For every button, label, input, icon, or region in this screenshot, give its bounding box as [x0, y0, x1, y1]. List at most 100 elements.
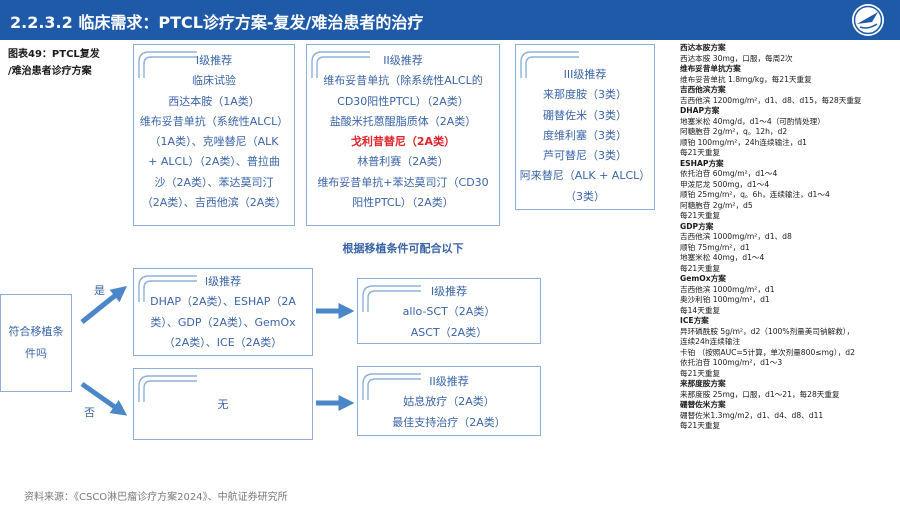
tier2-line: 维布妥昔单抗+苯达莫司汀（CD30 [317, 175, 489, 189]
regimen-line: 吉西他滨 1200mg/m²，d1、d8、d15，每28天重复 [680, 95, 862, 105]
regimen-line: 阿糖胞苷 2g/m²，q。12h，d2 [680, 127, 788, 136]
source-note: 资料来源：《CSCO淋巴瘤诊疗方案2024》、中航证券研究所 [24, 492, 288, 503]
regimen-line: 维布妥昔单抗 1.8mg/kg，每21天重复 [680, 74, 812, 84]
regimen-block: GemOx方案 吉西他滨 1000mg/m²，d1 奥沙利铂 100mg/m²，… [680, 274, 896, 316]
tier-heading: III级推荐 [563, 68, 607, 81]
regimen-block: GDP方案 吉西他滨 1000mg/m²，d1、d8 顺铂 75mg/m²，d1… [680, 222, 896, 275]
regimen-name: 西达本胺方案 [680, 43, 726, 52]
tier1-line: （1A类）、克唑替尼（ALK [149, 135, 279, 149]
regimen-name: 吉西他滨方案 [680, 85, 726, 94]
regimen-name: ICE方案 [680, 316, 709, 325]
tier2-lines: II级推荐 维布妥昔单抗（除系统性ALCL的 CD30阳性PTCL）（2A类） … [307, 51, 499, 213]
regimen-name: GDP方案 [680, 221, 714, 231]
asct-box-line: ASCT（2A类） [410, 325, 488, 339]
tier1-line: + ALCL）（2A类）、普拉曲 [148, 155, 280, 169]
regimen-line: 甲泼尼龙 500mg，d1～4 [680, 179, 770, 189]
no-label: 否 [84, 406, 95, 419]
regimen-line: 每21天重复 [680, 211, 721, 220]
regimen-block: 硼替佐米方案 硼替佐米1.3mg/m2，d1、d4、d8、d11 每21天重复 [680, 400, 896, 432]
asct-box-lines: I级推荐 allo-SCT（2A类） ASCT（2A类） [358, 282, 540, 343]
caption-line: /难治患者诊疗方案 [8, 66, 92, 77]
yes-box-lines: I级推荐 DHAP（2A类）、ESHAP（2A 类）、GDP（2A类）、GemO… [134, 272, 312, 353]
tier1-line: 沙（2A类）、苯达莫司汀 [154, 175, 274, 189]
tier3-line: 度维利塞（3类） [543, 128, 627, 142]
regimen-block: 吉西他滨方案 吉西他滨 1200mg/m²，d1、d8、d15，每28天重复 [680, 85, 896, 106]
tier3-recommendation-box: III级推荐 来那度胺（3类） 硼替佐米（3类） 度维利塞（3类） 芦可替尼（3… [515, 44, 655, 210]
regimen-line: 异环磷酰胺 5g/m²，d2（100%剂量美司钠解救）， [680, 326, 855, 336]
header-bar: 2.2.3.2 临床需求：PTCL诊疗方案-复发/难治患者的治疗 [0, 0, 900, 40]
tier1-line: 西达本胺（1A类） [168, 94, 260, 108]
tier-heading: I级推荐 [204, 275, 242, 288]
box-corner-ornament [138, 275, 197, 302]
no-box-line: 无 [217, 398, 229, 411]
regimen-line: 吉西他滨 1000mg/m²，d1 [680, 284, 775, 294]
regimen-line: 地塞米松 40mg，d1～4 [680, 253, 765, 262]
regimen-block: 西达本胺方案 西达本胺 30mg，口服，每周2次 [680, 43, 896, 64]
transplant-options-box: I级推荐 allo-SCT（2A类） ASCT（2A类） [357, 278, 541, 344]
regimen-block: 来那度胺方案 来那度胺 25mg，口服，d1～21，每28天重复 [680, 379, 896, 400]
eligibility-line: 件吗 [25, 347, 47, 360]
regimen-name: ESHAP方案 [680, 158, 724, 168]
support-box-lines: II级推荐 姑息放疗（2A类） 最佳支持治疗（2A类） [358, 372, 540, 433]
regimen-line: 连续24h连续输注 [680, 337, 741, 346]
tier3-line: 芦可替尼（3类） [543, 149, 627, 163]
yes-box-line: 类）、GDP（2A类）、GemOx [150, 315, 296, 329]
company-logo-icon [852, 4, 884, 36]
yes-box-line: （2A类）、ICE（2A类） [163, 335, 283, 349]
tier3-line: 阿来替尼（ALK + ALCL） [519, 169, 651, 183]
box-corner-ornament [520, 51, 579, 78]
transplant-eligibility-box: 符合移植条 件吗 [0, 294, 72, 392]
tier2-line: 阳性PTCL）（2A类） [352, 196, 454, 210]
regimen-line: 顺铂 75mg/m²，d1 [680, 242, 750, 252]
tier3-line: （3类） [565, 189, 605, 203]
tier1-line: （2A类）、吉西他滨（2A类） [141, 196, 287, 210]
support-box-line: 姑息放疗（2A类） [403, 395, 495, 409]
asct-box-line: allo-SCT（2A类） [402, 305, 496, 319]
regimen-list: 西达本胺方案 西达本胺 30mg，口服，每周2次 维布妥昔单抗方案 维布妥昔单抗… [680, 43, 896, 432]
tier2-recommendation-box: II级推荐 维布妥昔单抗（除系统性ALCL的 CD30阳性PTCL）（2A类） … [306, 44, 500, 226]
regimen-line: 顺铂 100mg/m²，24h连续输注，d1 [680, 137, 808, 147]
eligibility-line: 符合移植条 [8, 325, 64, 338]
regimen-line: 地塞米松 40mg/d，d1～4（可酌情处理） [680, 116, 825, 126]
regimen-line: 每14天重复 [680, 305, 721, 315]
caption-line: 图表49：PTCL复发 [8, 49, 100, 60]
tier-heading: I级推荐 [430, 285, 468, 298]
regimen-line: 依托泊苷 100mg/m²，d1～3 [680, 358, 783, 367]
regimen-name: 来那度胺方案 [680, 379, 726, 388]
regimen-line: 吉西他滨 1000mg/m²，d1、d8 [680, 232, 792, 241]
tier1-lines: I级推荐 临床试验 西达本胺（1A类） 维布妥昔单抗（系统性ALCL） （1A类… [134, 51, 294, 213]
no-box-lines: 无 [134, 395, 312, 415]
support-box-line: 最佳支持治疗（2A类） [392, 415, 506, 429]
box-corner-ornament [362, 285, 421, 312]
tier2-line: 盐酸米托蒽醌脂质体（2A类） [329, 114, 477, 128]
tier3-lines: III级推荐 来那度胺（3类） 硼替佐米（3类） 度维利塞（3类） 芦可替尼（3… [516, 65, 654, 207]
transplant-no-box: 无 [133, 368, 313, 440]
box-corner-ornament [138, 51, 197, 78]
regimen-line: 硼替佐米1.3mg/m2，d1、d4、d8、d11 [680, 410, 824, 420]
regimen-block: ESHAP方案 依托泊苷 60mg/m²，d1～4 甲泼尼龙 500mg，d1～… [680, 159, 896, 222]
tier1-line: 临床试验 [192, 74, 236, 88]
box-corner-ornament [138, 375, 197, 402]
tier3-line: 硼替佐米（3类） [543, 108, 627, 122]
eligibility-lines: 符合移植条 件吗 [1, 321, 71, 365]
regimen-block: DHAP方案 地塞米松 40mg/d，d1～4（可酌情处理） 阿糖胞苷 2g/m… [680, 106, 896, 159]
supportive-care-box: II级推荐 姑息放疗（2A类） 最佳支持治疗（2A类） [357, 366, 541, 436]
regimen-line: 奥沙利铂 100mg/m²，d1 [680, 295, 770, 304]
regimen-line: 来那度胺 25mg，口服，d1～21，每28天重复 [680, 389, 840, 399]
tier2-highlight-line: 戈利昔替尼（2A类） [350, 135, 456, 149]
regimen-line: 顺铂 25mg/m²，q。6h，连续输注，d1～4 [680, 190, 830, 199]
regimen-line: 每21天重复 [680, 263, 721, 273]
transplant-yes-box: I级推荐 DHAP（2A类）、ESHAP（2A 类）、GDP（2A类）、GemO… [133, 268, 313, 356]
tier2-line: 林普利赛（2A类） [357, 155, 449, 169]
regimen-line: 每21天重复 [680, 421, 721, 430]
figure-caption: 图表49：PTCL复发 /难治患者诊疗方案 [8, 46, 128, 80]
tier2-line: CD30阳性PTCL）（2A类） [337, 94, 469, 108]
tier3-line: 来那度胺（3类） [543, 88, 627, 102]
regimen-line: 西达本胺 30mg，口服，每周2次 [680, 53, 793, 63]
tier1-recommendation-box: I级推荐 临床试验 西达本胺（1A类） 维布妥昔单抗（系统性ALCL） （1A类… [133, 44, 295, 226]
transplant-note: 根据移植条件可配合以下 [342, 242, 464, 255]
regimen-block: ICE方案 异环磷酰胺 5g/m²，d2（100%剂量美司钠解救）， 连续24h… [680, 316, 896, 379]
tier-heading: II级推荐 [429, 375, 469, 388]
regimen-name: 硼替佐米方案 [680, 400, 726, 409]
tier-heading: II级推荐 [383, 54, 423, 67]
